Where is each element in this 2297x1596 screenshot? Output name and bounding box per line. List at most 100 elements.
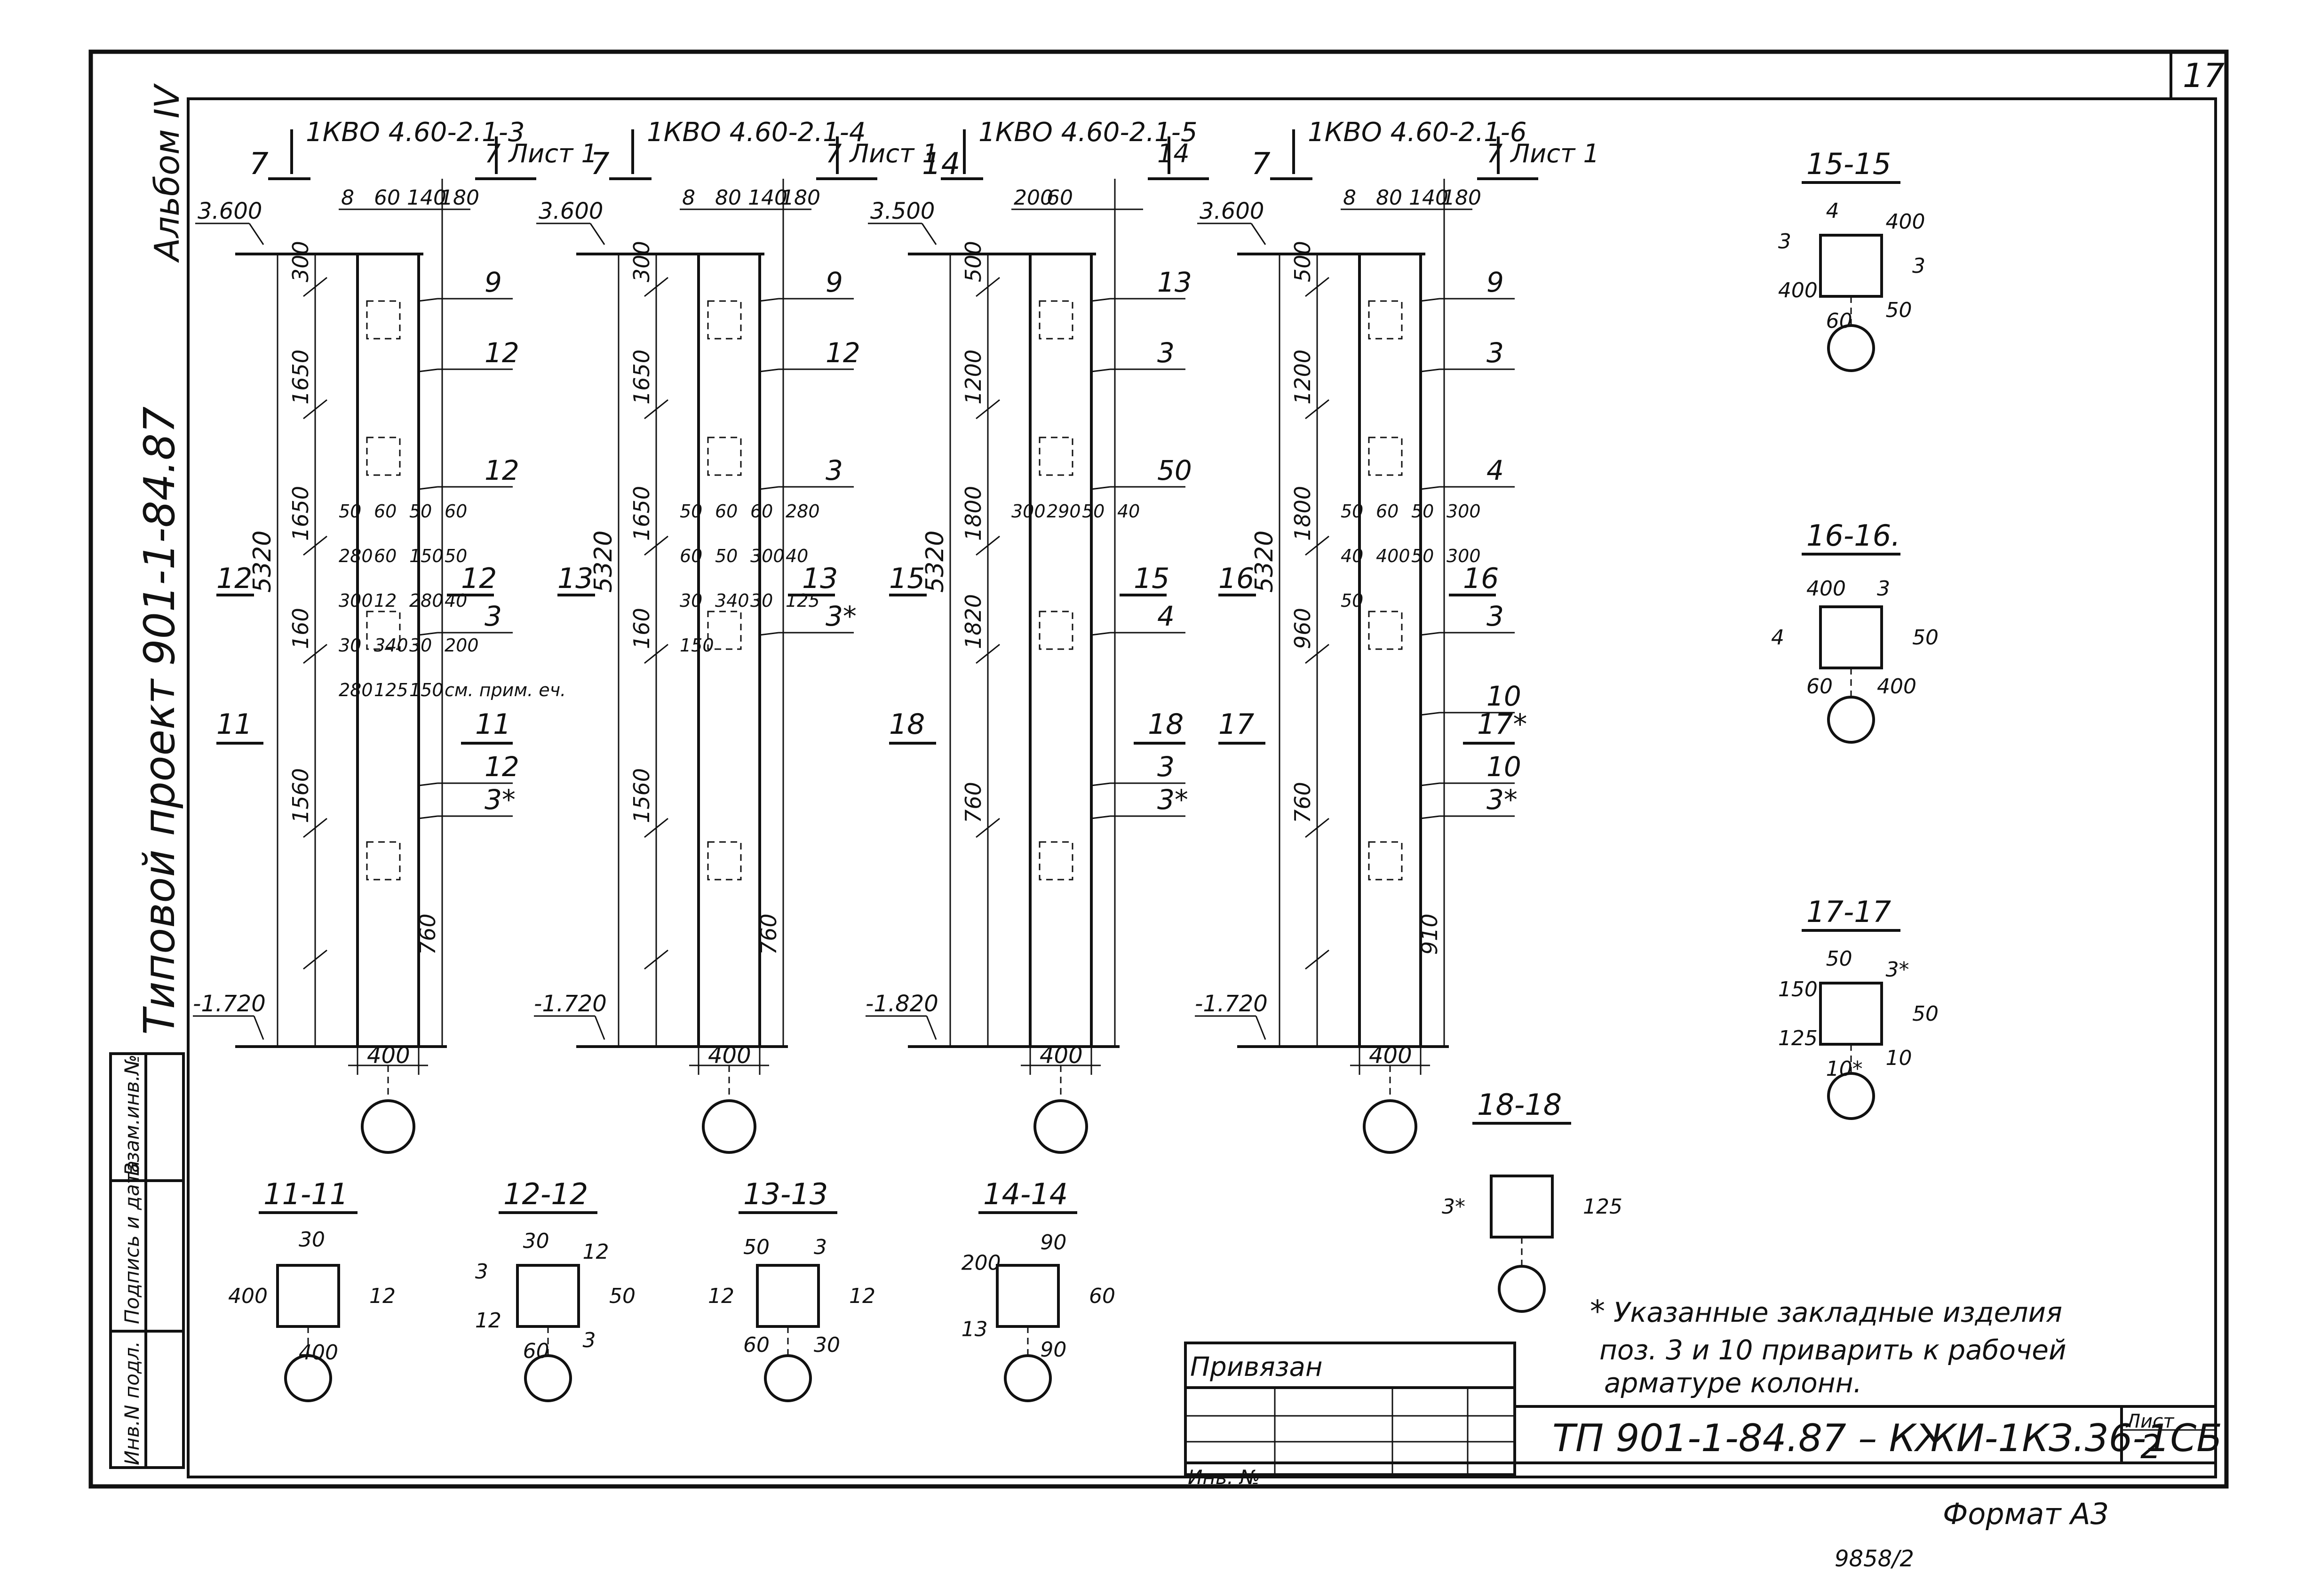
side-stamp: Инв.N подл. Подпись и дата Взам.инв.№ <box>109 1052 185 1469</box>
detail-dim-label: 280 <box>409 590 444 611</box>
column-body <box>356 253 420 1048</box>
label-leader <box>1420 815 1440 819</box>
section-outline <box>1819 605 1883 669</box>
label-leader <box>1420 486 1440 490</box>
dim-tick <box>644 535 668 556</box>
column-mark: 1КВО 4.60-2.1-6 <box>1308 117 1526 148</box>
section-title: 17-17 <box>1806 895 1891 929</box>
section-mark: 7 <box>590 147 610 182</box>
section-mark: 17 <box>1218 708 1254 741</box>
section-title: 16-16. <box>1806 518 1900 553</box>
label-leader <box>1091 782 1111 786</box>
section-label: 50 <box>1912 1002 1939 1026</box>
section-outline <box>516 1264 580 1328</box>
detail-dim-label: 290 <box>1047 501 1081 522</box>
vertical-dim-label: 1650 <box>288 349 313 405</box>
detail-dim-label: 280 <box>339 680 373 700</box>
column-width-label: 400 <box>367 1042 410 1069</box>
detail-dim-label: 60 <box>374 501 397 522</box>
position-label: 4 <box>1486 454 1504 486</box>
section-mark: 7 Лист 1 <box>485 139 597 168</box>
detail-dim-label: 280 <box>339 546 373 566</box>
section-label: 50 <box>1826 947 1852 971</box>
detail-dim-label: 50 <box>445 546 467 566</box>
sheet-corner-number: 17 <box>2183 56 2225 95</box>
section-label: 125 <box>1778 1026 1818 1050</box>
dim-tick <box>976 535 1000 556</box>
section-mark: 16 <box>1463 562 1499 595</box>
vertical-dim-label: 760 <box>415 913 440 955</box>
section-label: 50 <box>1912 626 1939 650</box>
section-outline <box>276 1264 340 1328</box>
section-label: 4 <box>1771 626 1784 650</box>
section-label: 50 <box>743 1235 770 1259</box>
note-line-3: арматуре колонн. <box>1604 1367 1862 1399</box>
dashed-part <box>1368 611 1403 650</box>
vertical-dim-label: 300 <box>629 241 654 282</box>
section-mark: 11 <box>475 708 511 741</box>
vertical-dim-label: 760 <box>961 782 986 823</box>
dim-tick <box>644 399 668 420</box>
bottom-level-mark: -1.720 <box>534 991 607 1017</box>
section-label: 400 <box>228 1284 268 1308</box>
position-label: 12 <box>485 454 519 486</box>
axis-circle <box>524 1354 572 1402</box>
dim-tick <box>644 277 668 297</box>
top-dim-label: 140 <box>407 186 446 210</box>
section-label: 13 <box>962 1318 988 1342</box>
detail-dim-label: 300 <box>750 546 785 566</box>
column-width-label: 400 <box>1040 1042 1083 1069</box>
section-outline <box>756 1264 820 1328</box>
position-label: 3 <box>826 454 843 486</box>
section-title: 11-11 <box>263 1177 348 1211</box>
section-label: 400 <box>1877 675 1916 699</box>
embed-plate <box>1368 841 1403 881</box>
dim-tick <box>976 277 1000 297</box>
detail-dim-label: 300 <box>1011 501 1046 522</box>
column-body <box>697 253 761 1048</box>
detail-dim-label: 300 <box>1447 501 1481 522</box>
column-width-label: 400 <box>708 1042 751 1069</box>
stamp-vzam-inv: Взам.инв.№ <box>120 1055 143 1176</box>
top-dim-label: 60 <box>1047 186 1073 210</box>
embed-plate <box>1039 841 1073 881</box>
section-label: 12 <box>583 1240 609 1264</box>
vertical-dim-label: 1800 <box>961 486 986 541</box>
top-level-mark: 3.600 <box>1200 198 1264 224</box>
vertical-dim-label: 1560 <box>629 768 654 823</box>
title-block: Привязан Инв. № ТП 901-1-84.87 – КЖИ-1КЗ… <box>1184 1342 2222 1489</box>
section-label: 12 <box>849 1284 875 1308</box>
section-mark: 11 <box>216 708 252 741</box>
section-label: 3 <box>475 1260 488 1284</box>
section-label: 400 <box>299 1341 338 1365</box>
section-label: 30 <box>814 1333 840 1357</box>
vertical-dim-label: 910 <box>1417 913 1442 955</box>
detail-dim-label: 50 <box>1341 590 1363 611</box>
dim-tick <box>1305 643 1329 664</box>
section-label: 50 <box>1886 298 1912 322</box>
detail-dim-label: 40 <box>1341 546 1363 566</box>
top-level-mark: 3.600 <box>198 198 262 224</box>
detail-dim-label: 60 <box>680 546 702 566</box>
detail-dim-label: 50 <box>1411 501 1434 522</box>
label-leader <box>1420 632 1440 636</box>
level-leader <box>594 1016 605 1040</box>
dashed-part <box>1039 611 1073 650</box>
section-label: 400 <box>1778 278 1818 302</box>
drawing-code: ТП 901-1-84.87 – КЖИ-1КЗ.36-1СБ <box>1552 1416 2222 1460</box>
dashed-part <box>1039 437 1073 476</box>
label-leader <box>418 632 438 636</box>
top-dim-label: 200 <box>1014 186 1053 210</box>
embed-plate <box>707 841 742 881</box>
dashed-part <box>707 437 742 476</box>
section-label: 125 <box>1583 1195 1622 1219</box>
vertical-dim-label: 500 <box>961 241 986 282</box>
section-mark: 18 <box>1148 708 1184 741</box>
top-dim-label: 140 <box>748 186 787 210</box>
section-label: 50 <box>609 1284 636 1308</box>
section-mark: 7 <box>1251 147 1271 182</box>
level-leader <box>926 1016 937 1040</box>
